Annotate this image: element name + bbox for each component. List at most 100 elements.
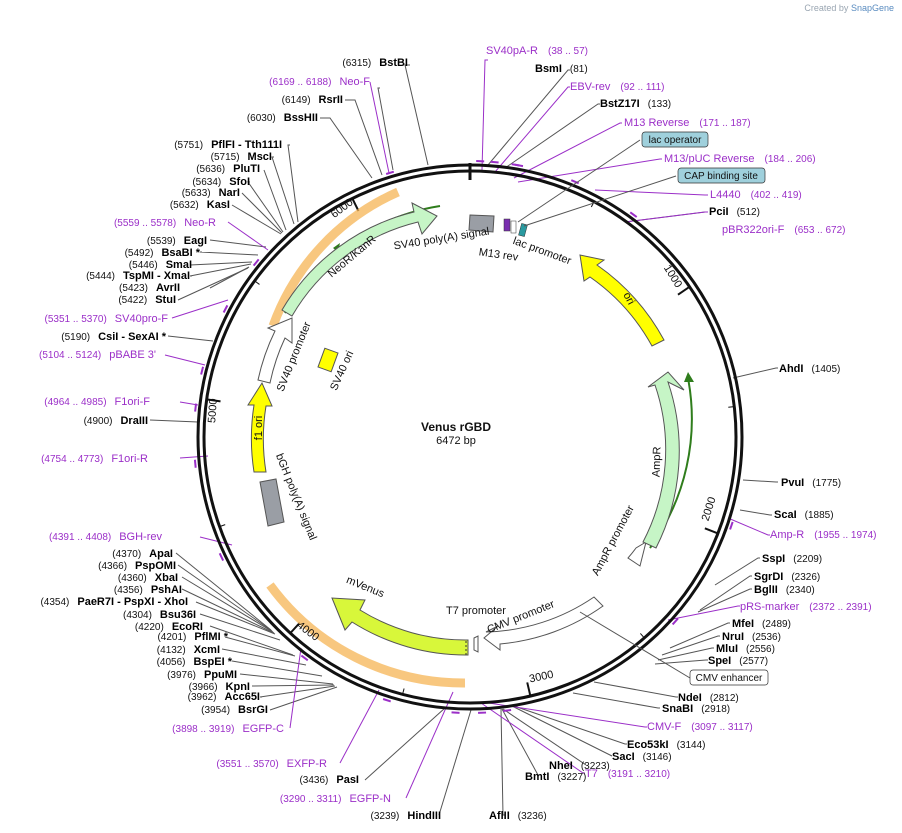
primer-label: pBR322ori-F(653 .. 672) (722, 224, 846, 236)
svg-text:CAP binding site: CAP binding site (684, 171, 758, 182)
site-label: (6149)RsrII (282, 94, 343, 106)
t7-promoter-label: T7 promoter (446, 605, 506, 617)
leader-lines (149, 64, 778, 816)
ring-tick-mark (677, 285, 691, 296)
primer-mark (193, 459, 197, 468)
features (247, 187, 694, 688)
site-label: BstZ17I(133) (600, 98, 671, 110)
ampr-label: AmpR (650, 446, 663, 477)
lac-operator-block (518, 223, 528, 237)
primer-label: T7(3191 .. 3210) (585, 768, 670, 780)
mvenus-highlight (266, 582, 466, 688)
ring-ticks (206, 171, 735, 697)
tick-3000: 3000 (528, 669, 554, 686)
site-label: PciI(512) (709, 206, 760, 218)
site-label: (4366)PspOMI (98, 560, 176, 572)
site-label: (5539)EagI (147, 235, 207, 247)
primer-label: CMV-F(3097 .. 3117) (647, 721, 753, 733)
site-label: (5190)CsiI - SexAI * (61, 331, 166, 343)
primer-mark (490, 160, 499, 164)
site-label: (3436)PasI (299, 774, 359, 786)
neor-kanr-arrow (281, 202, 438, 317)
primer-label: Amp-R(1955 .. 1974) (770, 529, 877, 541)
primer-label: (3551 .. 3570)EXFP-R (216, 758, 327, 770)
primer-mark (671, 617, 679, 626)
m13-rev-label: M13 rev (478, 246, 520, 263)
site-label: (4360)XbaI (118, 572, 178, 584)
site-label: (5634)SfoI (192, 176, 250, 188)
cmv-promoter-arrow (483, 596, 604, 651)
primer-label: (5559 .. 5578)Neo-R (114, 217, 216, 229)
ring-tick-mark (206, 398, 221, 403)
primer-mark (222, 304, 229, 313)
site-label: (4900)DraIII (84, 415, 148, 427)
site-label: BglII(2340) (754, 584, 815, 596)
site-label: (5636)PluTI (196, 163, 260, 175)
cmv-enhancer-box: CMV enhancer (579, 611, 769, 686)
primer-label: (4754 .. 4773)F1ori-R (41, 453, 148, 465)
plasmid-length: 6472 bp (436, 435, 476, 447)
ring-tick-mark (289, 622, 301, 634)
site-label: BsmI(81) (535, 63, 588, 75)
ori-arrow (579, 254, 665, 347)
svg-text:CMV enhancer: CMV enhancer (696, 673, 763, 684)
sv40-ori-block (317, 347, 339, 373)
site-label: Eco53kI(3144) (627, 739, 706, 751)
tick-2000: 2000 (700, 496, 719, 523)
ring-tick-mark (704, 527, 719, 535)
ring-tick-mark (219, 524, 226, 528)
site-label: (3954)BsrGI (201, 704, 268, 716)
site-label: (5633)NarI (182, 187, 240, 199)
ampr-arrow (642, 371, 685, 549)
site-label: AflII(3236) (489, 810, 547, 822)
primer-label: M13 Reverse(171 .. 187) (624, 117, 751, 129)
site-label: SpeI(2577) (708, 655, 768, 667)
site-label: (4056)BspEI * (157, 656, 233, 668)
primer-label: (5351 .. 5370)SV40pro-F (45, 313, 169, 325)
site-label: NruI(2536) (722, 631, 781, 643)
site-label: (5751)PflFI - Tth111I (174, 139, 282, 151)
ring-tick-mark (402, 688, 405, 695)
plasmid-name: Venus rGBD (421, 420, 491, 434)
primer-marks (193, 160, 734, 714)
sv40-polya-label: SV40 poly(A) signal (393, 226, 490, 253)
primer-label: M13/pUC Reverse(184 .. 206) (664, 153, 816, 165)
site-label: (4201)PflMI * (157, 631, 228, 643)
primer-label: (5104 .. 5124)pBABE 3' (39, 349, 156, 361)
site-label: (3976)PpuMI (167, 669, 237, 681)
site-label: (5715)MscI (211, 151, 272, 163)
site-label: (5492)BsaBI * (125, 247, 201, 259)
m13-rev-block (503, 218, 511, 232)
primer-mark (382, 698, 392, 703)
t7-promoter-block (473, 635, 479, 653)
site-label: (5423)AvrII (119, 282, 180, 294)
ori-label: ori (620, 290, 636, 306)
site-label: SacI(3146) (612, 751, 672, 763)
site-label: PvuI(1775) (781, 477, 841, 489)
primer-mark (514, 163, 524, 168)
ring-tick-mark (639, 633, 645, 639)
f1-ori-label: f1 ori (253, 416, 265, 440)
site-label: (4132)XcmI (157, 644, 220, 656)
primer-label: (3290 .. 3311)EGFP-N (280, 793, 391, 805)
site-label: (4354)PaeR7I - PspXI - XhoI (40, 596, 188, 608)
lac-promoter-block (510, 220, 517, 234)
site-label: (5444)TspMI - XmaI (86, 270, 190, 282)
site-label: (3239)HindIII (370, 810, 441, 822)
site-label: SspI(2209) (762, 553, 822, 565)
mvenus-arrow (331, 597, 469, 656)
site-label: BmtI(3227) (525, 771, 586, 783)
lac-operator-box: lac operator (517, 131, 709, 223)
site-label: (4304)Bsu36I (123, 609, 196, 621)
site-label: MfeI(2489) (732, 618, 791, 630)
primer-labels: SV40pA-R(38 .. 57)EBV-rev(92 .. 111)M13 … (39, 45, 877, 805)
primer-mark (200, 366, 205, 375)
ampr-promoter-arrow (627, 540, 647, 567)
primer-leader-lines (164, 59, 770, 799)
primer-mark (252, 258, 260, 267)
primer-mark (629, 211, 638, 218)
primer-label: (6169 .. 6188)Neo-F (269, 76, 370, 88)
site-label: SnaBI(2918) (662, 703, 730, 715)
sv40-promoter-arrow (257, 317, 293, 384)
